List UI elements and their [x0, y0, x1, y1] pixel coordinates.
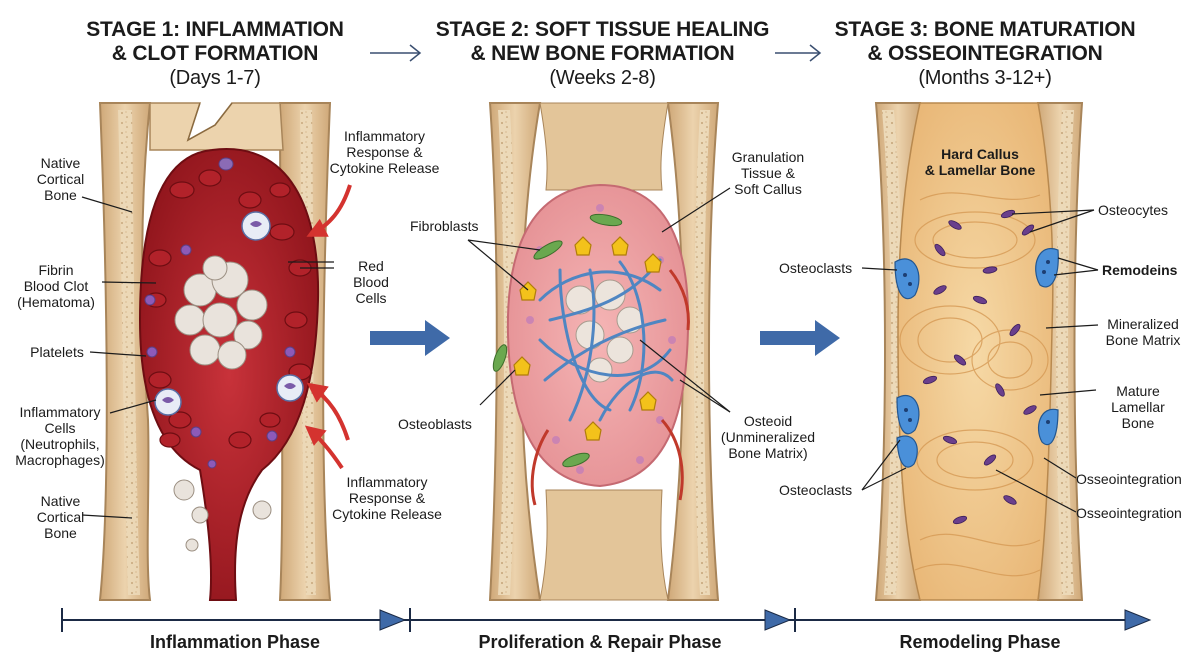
label-native-cortical-bone-top: Native Cortical Bone	[36, 155, 85, 203]
stage3-title-line1: STAGE 3: BONE MATURATION	[834, 18, 1136, 41]
label-osteoblasts: Osteoblasts	[398, 416, 472, 432]
stage2-illustration	[488, 102, 720, 601]
label-osteoid: Osteoid (Unmineralized Bone Matrix)	[720, 413, 816, 461]
label-osteocytes: Osteocytes	[1098, 202, 1169, 218]
label-osseointegration-2: Osseointegration	[1076, 505, 1182, 521]
stage3-subtitle: (Months 3-12+)	[918, 67, 1052, 89]
stage-arrows-top	[370, 44, 822, 62]
label-hard-callus: Hard Callus & Lamellar Bone	[924, 146, 1036, 178]
leader-lines	[81, 187, 1099, 519]
stage2-subtitle: (Weeks 2-8)	[549, 67, 656, 89]
label-osteoclasts-top: Osteoclasts	[779, 260, 853, 276]
timeline	[61, 608, 1140, 632]
label-osteoclasts-bottom: Osteoclasts	[779, 482, 853, 498]
phase-inflammation: Inflammation Phase	[149, 632, 321, 652]
phase-proliferation-repair: Proliferation & Repair Phase	[478, 632, 722, 652]
stage-arrows-middle	[370, 320, 840, 356]
stage1-title-line2: & CLOT FORMATION	[111, 42, 319, 65]
stage1-illustration	[98, 102, 352, 601]
label-remodeins: Remodeins	[1102, 262, 1178, 278]
stage2-title-line2: & NEW BONE FORMATION	[470, 42, 735, 65]
label-osseointegration-1: Osseointegration	[1076, 471, 1182, 487]
label-platelets: Platelets	[30, 344, 84, 360]
stage3-illustration	[874, 102, 1084, 601]
label-mature-lamellar-bone: Mature Lamellar Bone	[1111, 383, 1165, 431]
label-mineralized-bone-matrix: Mineralized Bone Matrix	[1105, 316, 1181, 348]
label-inflammatory-response-top: Inflammatory Response & Cytokine Release	[329, 128, 440, 176]
label-inflammatory-cells: Inflammatory Cells (Neutrophils, Macroph…	[15, 404, 105, 468]
label-native-cortical-bone-bottom: Native Cortical Bone	[36, 493, 85, 541]
hematoma	[138, 148, 320, 601]
label-inflammatory-response-bottom: Inflammatory Response & Cytokine Release	[332, 474, 442, 522]
stage3-title-line2: & OSSEOINTEGRATION	[867, 42, 1103, 65]
label-granulation-tissue: Granulation Tissue & Soft Callus	[731, 149, 805, 197]
stage2-title-line1: STAGE 2: SOFT TISSUE HEALING	[435, 18, 770, 41]
stage1-subtitle: (Days 1-7)	[169, 67, 261, 89]
label-red-blood-cells: Red Blood Cells	[353, 258, 389, 306]
stage3-title: STAGE 3: BONE MATURATION & OSSEOINTEGRAT…	[820, 18, 1150, 90]
stage1-title-line1: STAGE 1: INFLAMMATION	[86, 18, 344, 41]
phase-remodeling: Remodeling Phase	[899, 632, 1061, 652]
stage1-title: STAGE 1: INFLAMMATION & CLOT FORMATION (…	[60, 18, 370, 90]
stage2-title: STAGE 2: SOFT TISSUE HEALING & NEW BONE …	[425, 18, 780, 90]
label-fibroblasts: Fibroblasts	[410, 218, 479, 234]
label-fibrin-blood-clot: Fibrin Blood Clot (Hematoma)	[17, 262, 95, 310]
